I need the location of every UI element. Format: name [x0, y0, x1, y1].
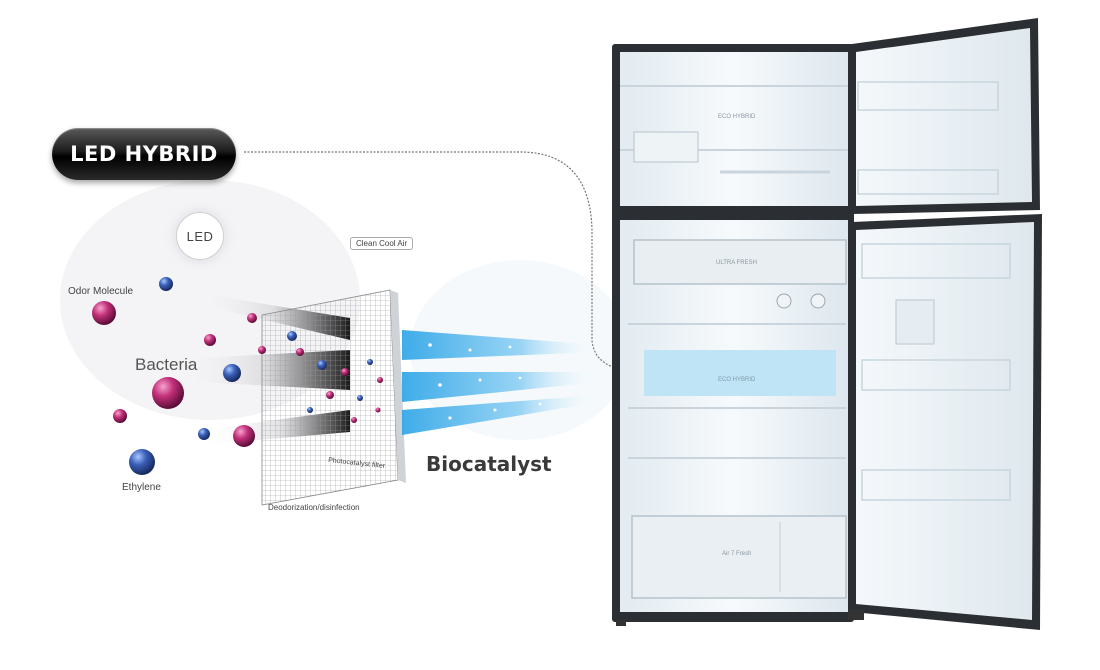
biocatalyst-label: Biocatalyst	[426, 452, 552, 476]
led-icon-label: LED	[186, 228, 214, 244]
fridge-zone-label: ECO HYBRID	[718, 377, 756, 383]
led-hybrid-label: LED HYBRID	[70, 142, 218, 166]
fridge-drawer-label: ULTRA FRESH	[716, 260, 757, 266]
refrigerator	[612, 18, 1042, 630]
led-hybrid-badge: LED HYBRID	[52, 128, 236, 180]
deodorization-label: Deodorization/disinfection	[268, 503, 360, 512]
molecules	[92, 277, 383, 475]
photocatalyst-filter	[261, 289, 406, 506]
odor-molecule-label: Odor Molecule	[68, 286, 134, 297]
clean-airflow	[402, 330, 600, 435]
connector-line	[244, 151, 641, 373]
fridge-top-label: ECO HYBRID	[718, 114, 756, 120]
clean-cool-air-label: Clean Cool Air	[350, 237, 414, 250]
eco-hybrid-zone	[644, 350, 836, 396]
led-icon: LED	[176, 212, 224, 260]
ethylene-label: Ethylene	[122, 482, 161, 493]
fridge-crisper-label: Air 7 Fresh	[722, 551, 751, 557]
bacteria-label: Bacteria	[135, 355, 198, 374]
